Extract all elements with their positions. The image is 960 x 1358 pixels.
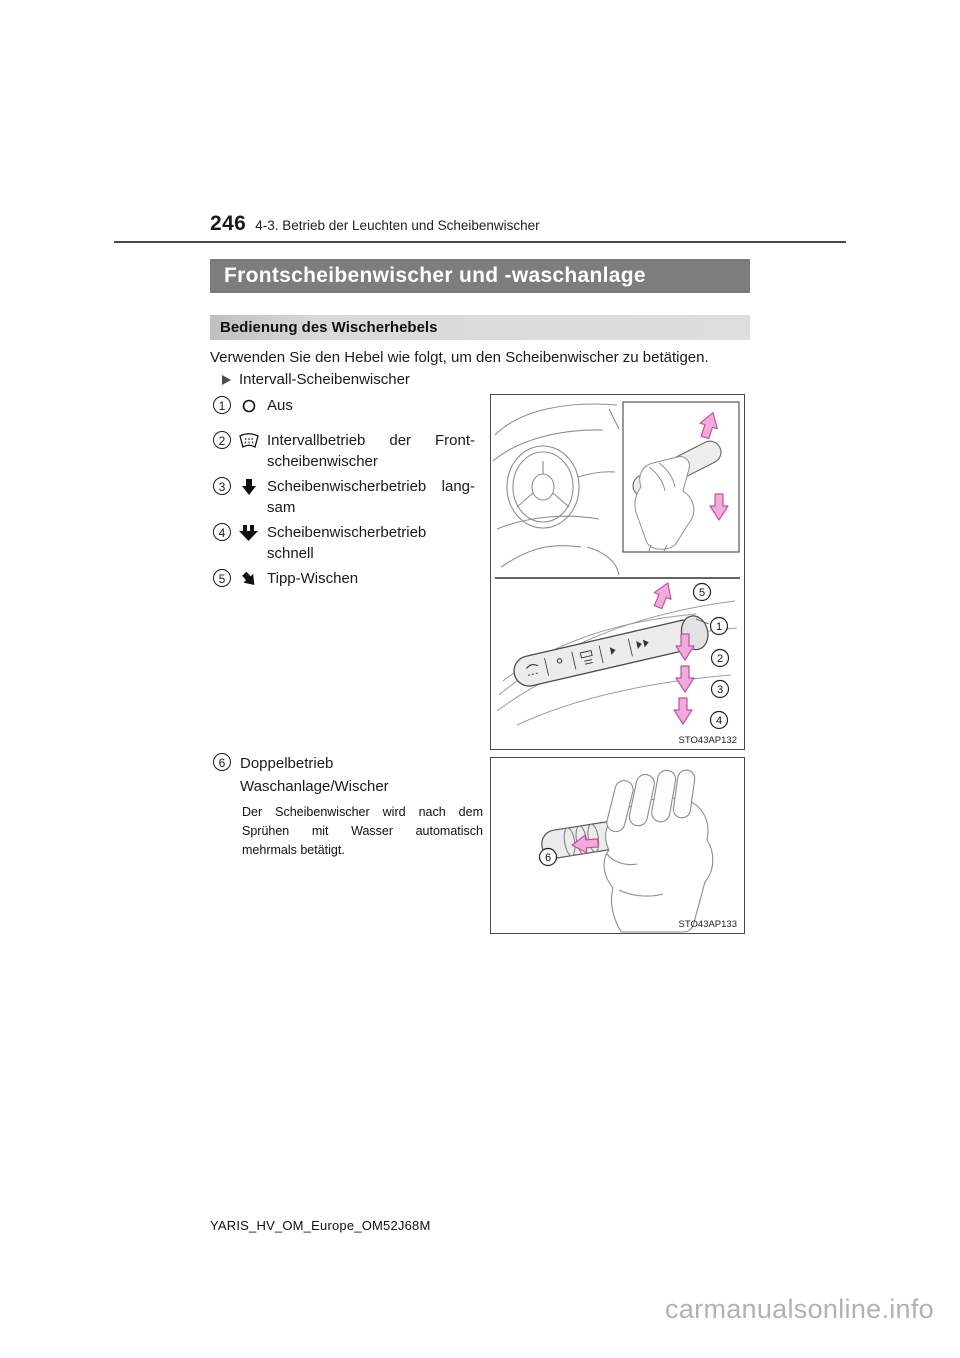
svg-text:1: 1 — [716, 621, 722, 633]
mist-arrow-icon — [649, 578, 677, 612]
washer-note: Der Scheibenwischer wird nach dem Sprühe… — [242, 805, 483, 857]
stalk-markings — [526, 638, 649, 676]
wiper-fast-icon — [238, 523, 264, 564]
figure-1-illustration: 5 1 2 3 4 STO43AP132 — [492, 401, 740, 746]
callout-number: 2 — [213, 431, 231, 449]
wiper-off-icon — [238, 396, 264, 421]
arrow-bullet-icon — [222, 374, 231, 385]
inset-hand-sketch — [634, 456, 695, 552]
wiper-lever-diagram: 5 1 2 3 4 — [496, 578, 738, 730]
figure-2-illustration: 6 STO43AP133 — [538, 769, 737, 933]
hand-sketch — [603, 769, 714, 933]
svg-text:5: 5 — [699, 587, 705, 599]
car-interior-sketch — [492, 403, 620, 576]
callout-2: 2 — [710, 648, 730, 668]
list-item: 2 Intervallbetrieb der Front-scheibenwis… — [213, 430, 485, 472]
item-label: Tipp-Wischen — [267, 570, 359, 587]
callout-5: 5 — [692, 582, 712, 602]
svg-text:2: 2 — [717, 653, 723, 665]
callout-6: 6 — [538, 847, 558, 867]
item-label: Scheibenwischerbetrieb schnell — [267, 524, 427, 562]
figure-washer-lever: 6 STO43AP133 — [490, 757, 745, 934]
callout-number: 5 — [213, 569, 231, 587]
callout-number: 6 — [213, 753, 231, 771]
bullet-line: Intervall-Scheibenwischer — [222, 371, 410, 388]
svg-text:6: 6 — [545, 852, 551, 864]
header-divider — [114, 241, 846, 243]
document-id: YARIS_HV_OM_Europe_OM52J68M — [210, 1218, 431, 1233]
wiper-intermittent-icon — [238, 431, 264, 472]
intro-text: Verwenden Sie den Hebel wie folgt, um de… — [210, 349, 709, 366]
lever-inset — [622, 401, 740, 553]
washer-lever-sketch: 6 — [538, 769, 714, 933]
chapter-title: 4-3. Betrieb der Leuchten und Scheibenwi… — [255, 218, 540, 233]
wiper-mode-list: 1 Aus 2 Intervallbetrieb der Front-schei… — [213, 395, 485, 598]
figure-2-code: STO43AP133 — [679, 919, 737, 930]
down-arrow-icon — [675, 665, 695, 693]
callout-3: 3 — [710, 679, 730, 699]
page-title: Frontscheibenwischer und -waschanlage — [210, 259, 750, 293]
list-item: 1 Aus — [213, 395, 485, 421]
callout-1: 1 — [709, 616, 729, 636]
bullet-label: Intervall-Scheibenwischer — [239, 371, 410, 388]
callout-number: 1 — [213, 396, 231, 414]
wiper-slow-icon — [238, 477, 264, 518]
list-item: 4 Scheibenwischerbetrieb schnell — [213, 522, 485, 564]
svg-text:3: 3 — [717, 684, 723, 696]
list-item: 5 Tipp-Wischen — [213, 568, 485, 594]
item-label: Scheibenwischerbetrieb lang-sam — [267, 478, 475, 516]
callout-number: 4 — [213, 523, 231, 541]
section-heading: Bedienung des Wischerhebels — [210, 315, 750, 340]
figure-1-code: STO43AP132 — [679, 735, 737, 746]
item-label: Aus — [267, 397, 293, 414]
wiper-mist-icon — [238, 569, 264, 594]
page-number: 246 — [210, 212, 247, 235]
callout-4: 4 — [709, 710, 729, 730]
list-item-washer: 6 Doppelbetrieb Waschanlage/Wischer — [213, 752, 489, 798]
page-header: 246 4-3. Betrieb der Leuchten und Scheib… — [210, 212, 540, 236]
callout-number: 3 — [213, 477, 231, 495]
watermark: carmanualsonline.info — [665, 1294, 934, 1324]
item-label: Intervallbetrieb der Front-scheibenwisch… — [267, 432, 475, 470]
item-label: Doppelbetrieb Waschanlage/Wischer — [240, 755, 389, 795]
svg-text:4: 4 — [716, 715, 722, 727]
down-arrow-icon — [673, 697, 693, 725]
figure-wiper-lever: 5 1 2 3 4 STO43AP132 — [490, 394, 745, 750]
list-item: 3 Scheibenwischerbetrieb lang-sam — [213, 476, 485, 518]
